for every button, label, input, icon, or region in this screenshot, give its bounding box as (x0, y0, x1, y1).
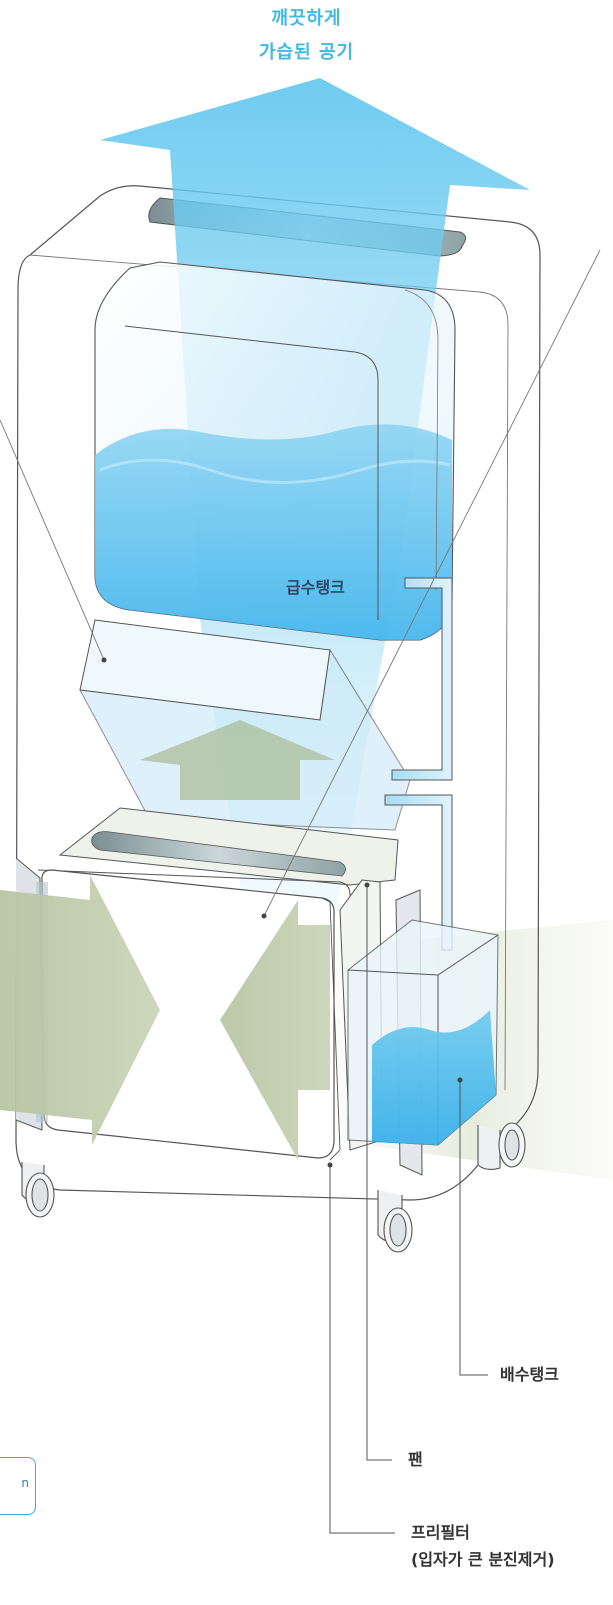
caster-front-left (22, 1162, 54, 1217)
label-drain-tank: 배수탱크 (500, 1363, 559, 1387)
label-fan: 팬 (408, 1448, 423, 1472)
partial-callout-box: n (0, 1457, 36, 1515)
leader-humidify-filter (0, 420, 104, 660)
partial-callout-text: n (21, 1476, 29, 1490)
leader-dot-prefilter (328, 1163, 333, 1168)
label-prefilter: 프리필터 (411, 1521, 470, 1545)
leader-dot-prefilter-center (262, 914, 267, 919)
leader-dot-humidify-filter (102, 658, 107, 663)
supply-tank-water (95, 424, 452, 640)
caster-front-right (378, 1190, 412, 1252)
leader-dot-drain-tank (458, 1078, 463, 1083)
label-supply-tank: 급수탱크 (286, 574, 345, 598)
label-prefilter-note: (입자가 큰 분진제거) (411, 1548, 555, 1572)
leader-dot-fan (365, 883, 370, 888)
